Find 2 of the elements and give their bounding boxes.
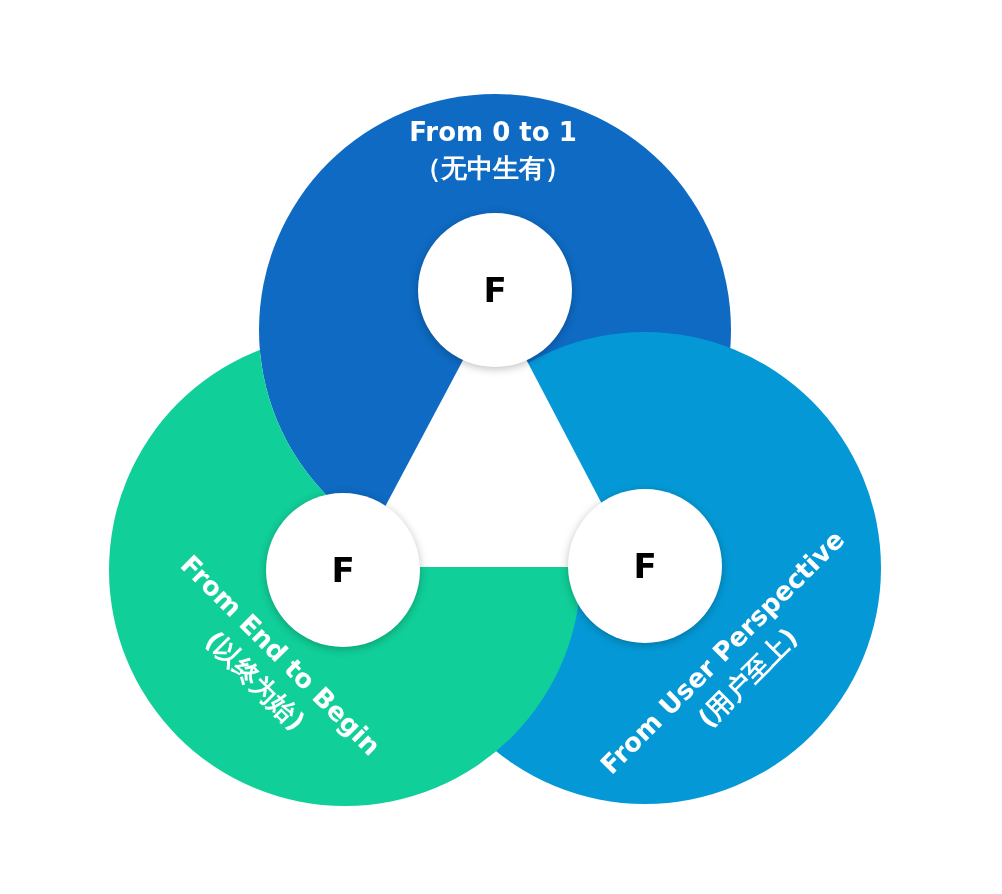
circle-subtitle: （无中生有）	[414, 152, 572, 185]
circle-title: From 0 to 1	[409, 116, 577, 149]
